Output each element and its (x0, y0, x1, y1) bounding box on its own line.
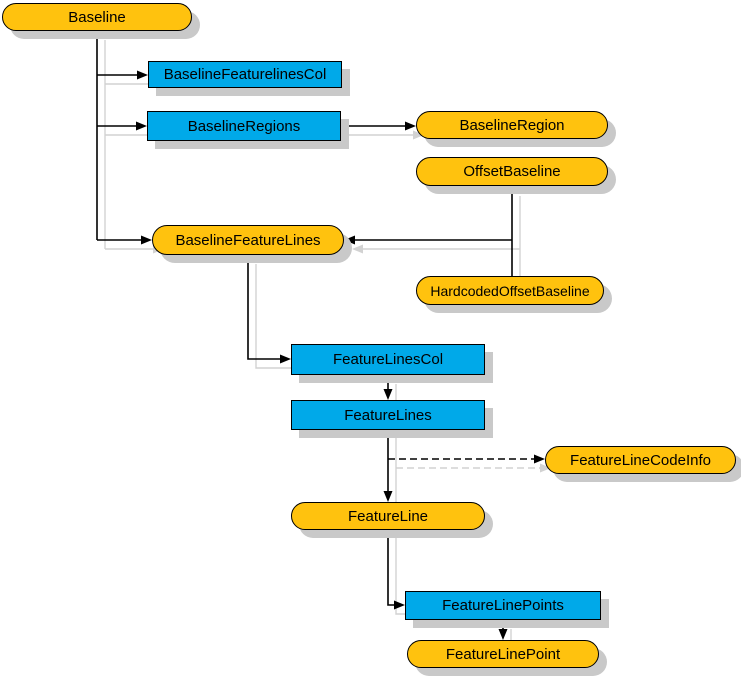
edge-offsetbaseline-to-baselinefeaturelines (344, 186, 513, 276)
edge-baselineregions-to-baselineregion (341, 121, 416, 131)
node-feature-line-points[interactable]: FeatureLinePoints (405, 591, 601, 620)
node-feature-line-point[interactable]: FeatureLinePoint (407, 640, 599, 668)
edge-featurelinescol-to-featurelines (383, 375, 393, 400)
node-offset-baseline[interactable]: OffsetBaseline (416, 157, 608, 186)
edge-baseline-to-baselineregions (97, 121, 147, 131)
node-baseline-feature-lines[interactable]: BaselineFeatureLines (152, 225, 344, 255)
node-baseline-region[interactable]: BaselineRegion (416, 111, 608, 139)
edge-featurelines-to-featureline (383, 430, 393, 502)
edge-baseline-to-baselinefeaturelinescol (97, 70, 148, 80)
edge-baseline-to-baselinefeaturelines (97, 235, 152, 245)
node-feature-lines-col[interactable]: FeatureLinesCol (291, 344, 485, 375)
edge-baselinefeaturelines-to-featurelinescol (247, 255, 291, 364)
node-baseline[interactable]: Baseline (2, 3, 192, 31)
node-hardcoded-offset-baseline[interactable]: HardcodedOffsetBaseline (416, 276, 604, 305)
edge-featureline-to-featurelinepoints (387, 530, 405, 610)
node-feature-line[interactable]: FeatureLine (291, 502, 485, 530)
connector-shadows (104, 40, 551, 650)
edge-featurelinepoints-to-featurelinepoint (498, 620, 508, 640)
edge-featurelines-to-featurelinecodeinfo (388, 454, 545, 464)
node-feature-lines[interactable]: FeatureLines (291, 400, 485, 430)
node-feature-line-code-info[interactable]: FeatureLineCodeInfo (545, 446, 736, 474)
node-baseline-featurelines-col[interactable]: BaselineFeaturelinesCol (148, 61, 342, 88)
node-baseline-regions[interactable]: BaselineRegions (147, 111, 341, 141)
